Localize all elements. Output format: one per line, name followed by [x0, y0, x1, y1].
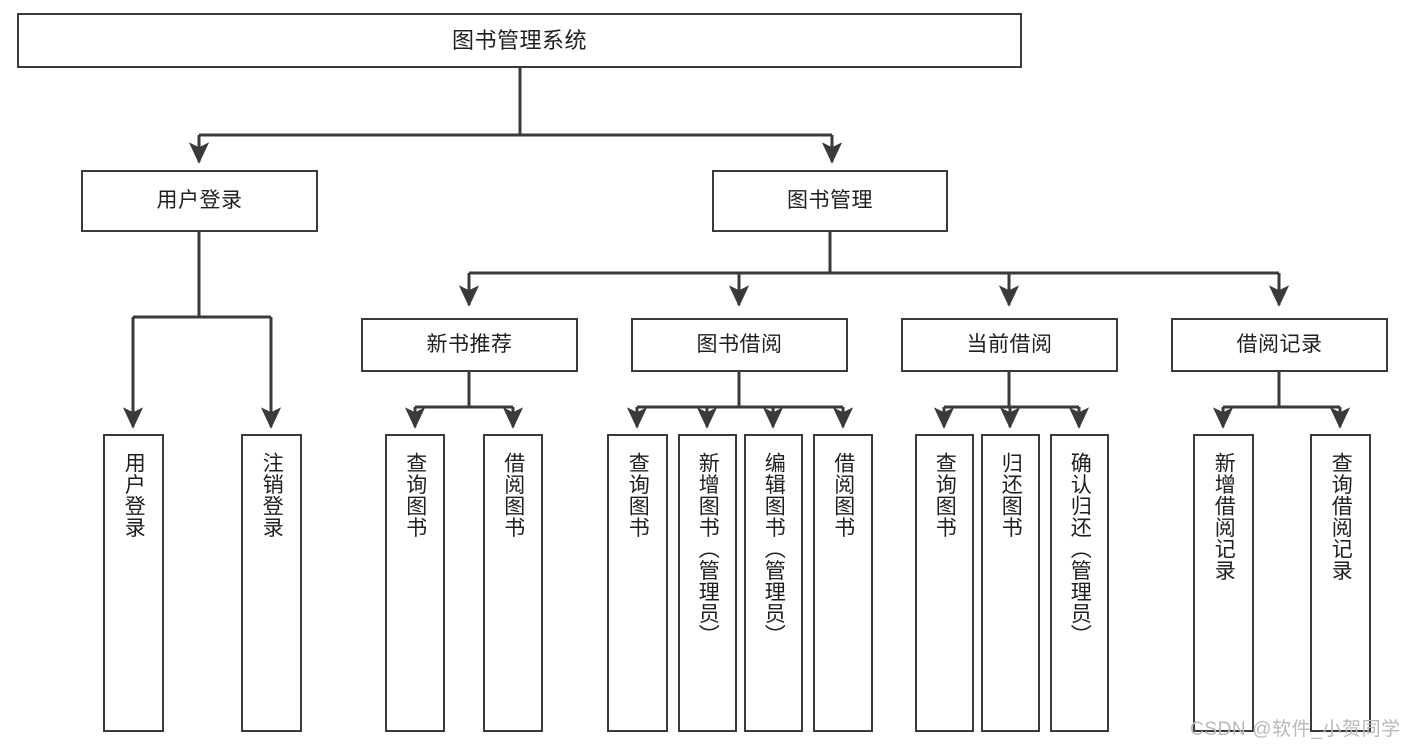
- node-leaf-query-book-2[interactable]: 查询图书: [607, 434, 668, 732]
- node-leaf-add-record[interactable]: 新增借阅记录: [1193, 434, 1254, 732]
- node-current-borrow-label: 当前借阅: [966, 332, 1053, 356]
- node-leaf-return-book[interactable]: 归还图书: [981, 434, 1040, 732]
- node-leaf-borrow-book-1-label: 借阅图书: [501, 452, 525, 538]
- node-leaf-user-login-label: 用户登录: [122, 452, 146, 538]
- node-book-borrow-label: 图书借阅: [696, 332, 783, 356]
- node-leaf-add-book[interactable]: 新增图书（管理员）: [678, 434, 737, 732]
- node-book-borrow[interactable]: 图书借阅: [631, 318, 848, 372]
- node-leaf-borrow-book-1[interactable]: 借阅图书: [483, 434, 543, 732]
- node-leaf-return-book-label: 归还图书: [999, 452, 1023, 538]
- node-leaf-query-record[interactable]: 查询借阅记录: [1310, 434, 1371, 732]
- node-leaf-add-record-label: 新增借阅记录: [1212, 452, 1236, 581]
- node-leaf-query-record-label: 查询借阅记录: [1329, 452, 1353, 581]
- node-leaf-query-book-1[interactable]: 查询图书: [385, 434, 445, 732]
- node-book-manage-label: 图书管理: [787, 188, 873, 212]
- node-borrow-record[interactable]: 借阅记录: [1171, 318, 1388, 372]
- node-user-login[interactable]: 用户登录: [81, 170, 318, 232]
- node-current-borrow[interactable]: 当前借阅: [901, 318, 1118, 372]
- node-root-label: 图书管理系统: [451, 27, 587, 53]
- node-leaf-add-book-label: 新增图书（管理员）: [696, 452, 720, 646]
- node-leaf-borrow-book-2-label: 借阅图书: [831, 452, 855, 538]
- node-leaf-logout-label: 注销登录: [260, 452, 284, 538]
- node-leaf-edit-book-label: 编辑图书（管理员）: [762, 452, 786, 646]
- node-new-book-recommend-label: 新书推荐: [426, 332, 513, 356]
- watermark-text: CSDN @软件_小贺同学: [1190, 719, 1401, 740]
- node-leaf-query-book-2-label: 查询图书: [626, 452, 650, 538]
- node-leaf-edit-book[interactable]: 编辑图书（管理员）: [744, 434, 803, 732]
- node-book-manage[interactable]: 图书管理: [712, 170, 948, 232]
- node-leaf-query-book-3-label: 查询图书: [933, 452, 957, 538]
- node-new-book-recommend[interactable]: 新书推荐: [361, 318, 578, 372]
- node-root[interactable]: 图书管理系统: [17, 13, 1022, 68]
- node-leaf-logout[interactable]: 注销登录: [241, 434, 302, 732]
- node-leaf-user-login[interactable]: 用户登录: [103, 434, 164, 732]
- node-leaf-confirm-return-label: 确认归还（管理员）: [1068, 452, 1092, 646]
- node-leaf-borrow-book-2[interactable]: 借阅图书: [813, 434, 873, 732]
- node-user-login-label: 用户登录: [156, 188, 243, 212]
- node-leaf-query-book-3[interactable]: 查询图书: [915, 434, 974, 732]
- node-leaf-confirm-return[interactable]: 确认归还（管理员）: [1050, 434, 1109, 732]
- node-leaf-query-book-1-label: 查询图书: [403, 452, 427, 538]
- node-borrow-record-label: 借阅记录: [1236, 332, 1323, 356]
